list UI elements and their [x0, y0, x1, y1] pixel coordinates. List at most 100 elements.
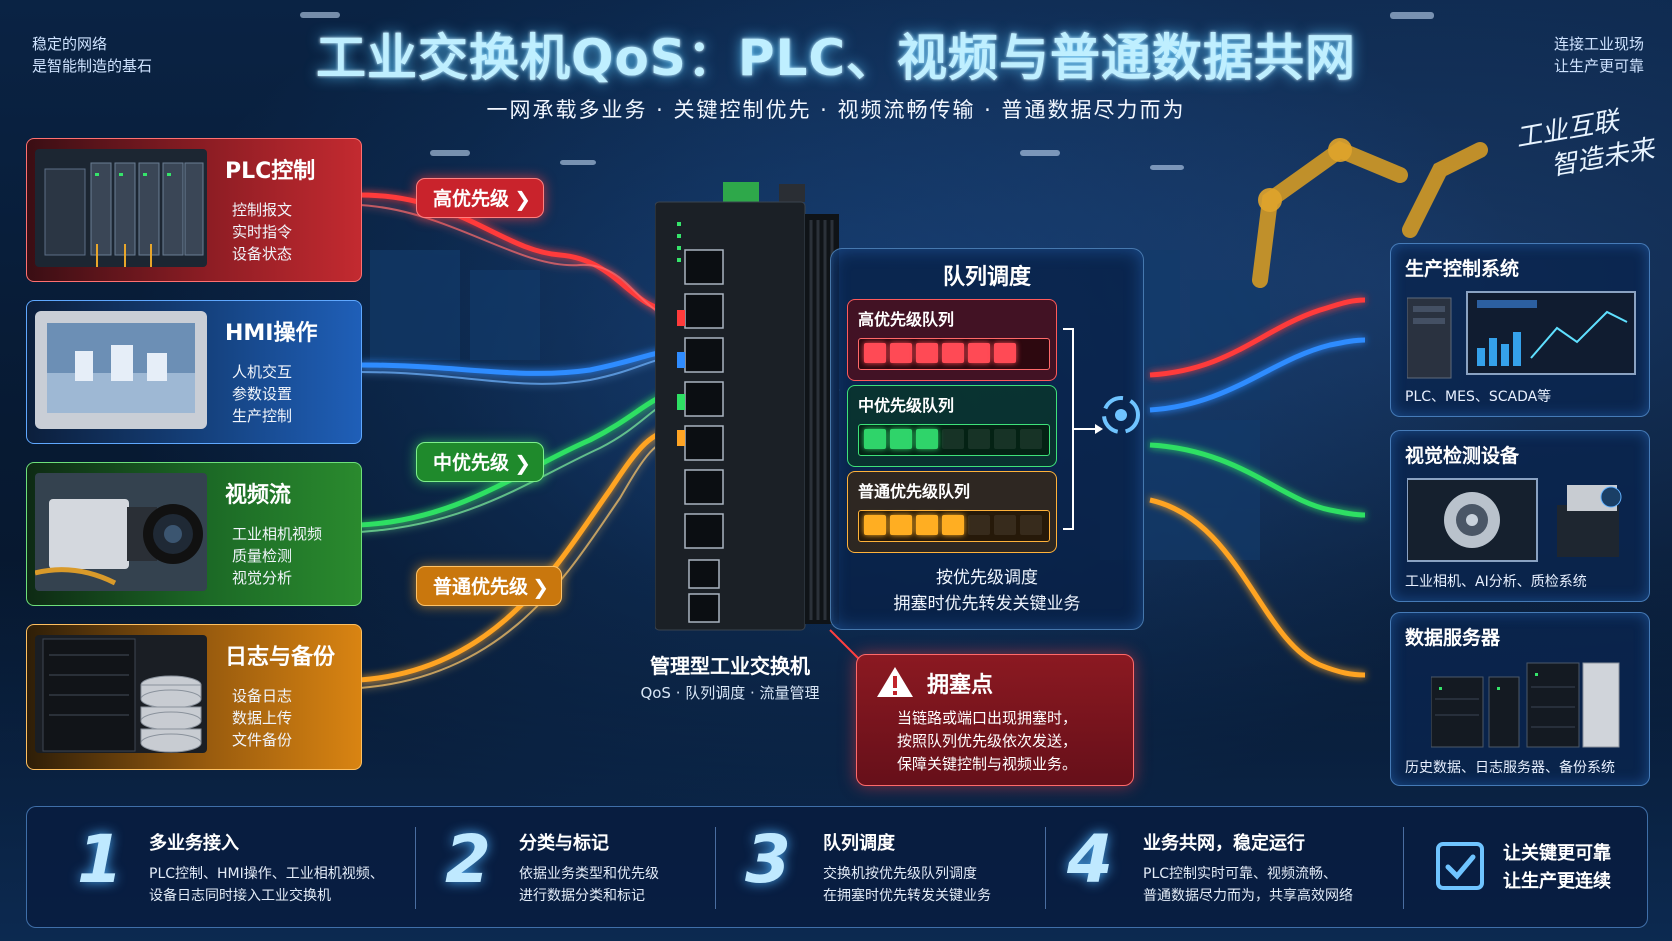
- dest-card-control: 生产控制系统 PLC、MES、SCADA等: [1390, 243, 1650, 417]
- dest-title: 视觉检测设备: [1405, 445, 1520, 467]
- source-line: 视觉分析: [232, 569, 293, 587]
- queue-slot-filled: [890, 515, 912, 535]
- checkmark-icon: [1436, 842, 1484, 890]
- queue-slot-filled: [916, 429, 938, 449]
- step-line: 进行数据分类和标记: [519, 888, 645, 904]
- source-line: 文件备份: [232, 731, 293, 749]
- server-disk-icon: [35, 635, 207, 753]
- divider: [1403, 827, 1404, 909]
- dest-card-vision: 视觉检测设备 工业相机、AI分析、质检系统: [1390, 430, 1650, 602]
- step-line: PLC控制实时可靠、视频流畅、: [1143, 866, 1338, 882]
- step-number: 3: [745, 821, 791, 898]
- source-line: 人机交互: [232, 363, 293, 381]
- queue-slot-filled: [968, 343, 990, 363]
- left-note-line: 是智能制造的基石: [32, 57, 153, 75]
- queue-slot-empty: [1020, 429, 1042, 449]
- source-card-logs: 日志与备份 设备日志 数据上传 文件备份: [26, 624, 362, 770]
- left-note-line: 稳定的网络: [32, 35, 108, 53]
- dest-sub: PLC、MES、SCADA等: [1405, 389, 1552, 405]
- queue-slot-filled: [890, 429, 912, 449]
- queue-caption: 按优先级调度: [936, 568, 1038, 588]
- badge-label: 中优先级: [433, 452, 510, 474]
- step-line: PLC控制、HMI操作、工业相机视频、: [149, 866, 384, 882]
- source-line: 实时指令: [232, 223, 293, 241]
- congestion-title: 拥塞点: [927, 673, 994, 698]
- final-line: 让关键更可靠: [1503, 843, 1611, 864]
- queue-caption: 拥塞时优先转发关键业务: [893, 594, 1081, 614]
- source-line: 数据上传: [232, 709, 293, 727]
- step-line: 普通数据尽力而为，共享高效网络: [1143, 888, 1353, 904]
- queue-normal: 普通优先级队列: [847, 471, 1057, 553]
- queue-high: 高优先级队列: [847, 299, 1057, 381]
- page-subtitle: 一网承载多业务 · 关键控制优先 · 视频流畅传输 · 普通数据尽力而为: [486, 98, 1186, 122]
- step-line: 设备日志同时接入工业交换机: [149, 888, 331, 904]
- source-line: 工业相机视频: [232, 525, 323, 543]
- step-title: 队列调度: [823, 833, 895, 854]
- hmi-panel-icon: [35, 311, 207, 429]
- badge-normal-priority: 普通优先级❯: [416, 566, 562, 606]
- badge-label: 高优先级: [433, 188, 510, 210]
- step-line: 在拥塞时优先转发关键业务: [823, 888, 991, 904]
- queue-mid: 中优先级队列: [847, 385, 1057, 467]
- queue-slot-empty: [968, 429, 990, 449]
- step-number: 4: [1067, 821, 1113, 898]
- step-line: 交换机按优先级队列调度: [823, 866, 977, 882]
- source-line: 设备日志: [232, 687, 293, 705]
- final-line: 让生产更连续: [1503, 871, 1611, 892]
- dest-card-servers: 数据服务器 历史数据、日志服务器、备份系统: [1390, 612, 1650, 786]
- scheduler-cycle-icon: [1102, 396, 1140, 434]
- steps-bar: 1 多业务接入 PLC控制、HMI操作、工业相机视频、 设备日志同时接入工业交换…: [26, 806, 1648, 928]
- source-line: 质量检测: [232, 547, 293, 565]
- switch-title: 管理型工业交换机: [650, 654, 810, 678]
- source-title: PLC控制: [225, 159, 316, 184]
- step-line: 依据业务类型和优先级: [519, 866, 659, 882]
- page-title: 工业交换机QoS：PLC、视频与普通数据共网: [315, 29, 1357, 87]
- divider: [715, 827, 716, 909]
- queue-slot-filled: [864, 343, 886, 363]
- right-note-line: 让生产更可靠: [1553, 57, 1644, 75]
- dest-sub: 工业相机、AI分析、质检系统: [1405, 574, 1587, 590]
- badge-mid-priority: 中优先级❯: [416, 442, 544, 482]
- switch-subtitle: QoS · 队列调度 · 流量管理: [640, 684, 820, 702]
- queue-slot-filled: [994, 343, 1016, 363]
- control-system-icon: [1407, 291, 1636, 379]
- source-card-video: 视频流 工业相机视频 质量检测 视觉分析: [26, 462, 362, 606]
- source-line: 控制报文: [232, 201, 293, 219]
- queue-slot-filled: [890, 343, 912, 363]
- source-card-plc: PLC控制 控制报文 实时指令 设备状态: [26, 138, 362, 282]
- queue-name: 普通优先级队列: [858, 482, 971, 501]
- dest-title: 生产控制系统: [1405, 258, 1520, 280]
- source-card-hmi: HMI操作 人机交互 参数设置 生产控制: [26, 300, 362, 444]
- queue-slot-filled: [942, 343, 964, 363]
- queue-slot-filled: [942, 515, 964, 535]
- queue-slot-filled: [916, 515, 938, 535]
- queue-panel-title: 队列调度: [942, 265, 1031, 290]
- queue-slot-filled: [864, 429, 886, 449]
- queue-slot-empty: [994, 515, 1016, 535]
- chevron-right-icon: ❯: [514, 187, 531, 211]
- dest-sub: 历史数据、日志服务器、备份系统: [1405, 760, 1615, 776]
- queue-slot-empty: [1020, 515, 1042, 535]
- queue-slot-empty: [942, 429, 964, 449]
- queue-panel: 队列调度 高优先级队列 中优先级队列 普通优先级队列 按优先级调度 拥塞时优先转…: [830, 248, 1144, 630]
- server-rack-icon: [1431, 662, 1620, 748]
- queue-slots: [858, 338, 1050, 370]
- step-number: 2: [445, 821, 491, 898]
- step-title: 分类与标记: [519, 833, 609, 854]
- vision-device-icon: [1407, 478, 1622, 562]
- left-note: 稳定的网络 是智能制造的基石: [32, 33, 152, 77]
- step-title: 多业务接入: [149, 833, 239, 854]
- source-title: HMI操作: [225, 321, 318, 346]
- chevron-right-icon: ❯: [514, 451, 531, 475]
- source-line: 生产控制: [232, 407, 293, 425]
- congestion-line: 按照队列优先级依次发送，: [897, 732, 1078, 750]
- divider: [1045, 827, 1046, 909]
- queue-slot-empty: [994, 429, 1016, 449]
- camera-icon: [35, 473, 207, 591]
- right-note: 连接工业现场 让生产更可靠: [1540, 33, 1644, 77]
- industrial-switch-icon: [655, 182, 839, 631]
- queue-slot-filled: [864, 515, 886, 535]
- queue-slot-empty: [968, 515, 990, 535]
- queue-name: 高优先级队列: [858, 310, 955, 329]
